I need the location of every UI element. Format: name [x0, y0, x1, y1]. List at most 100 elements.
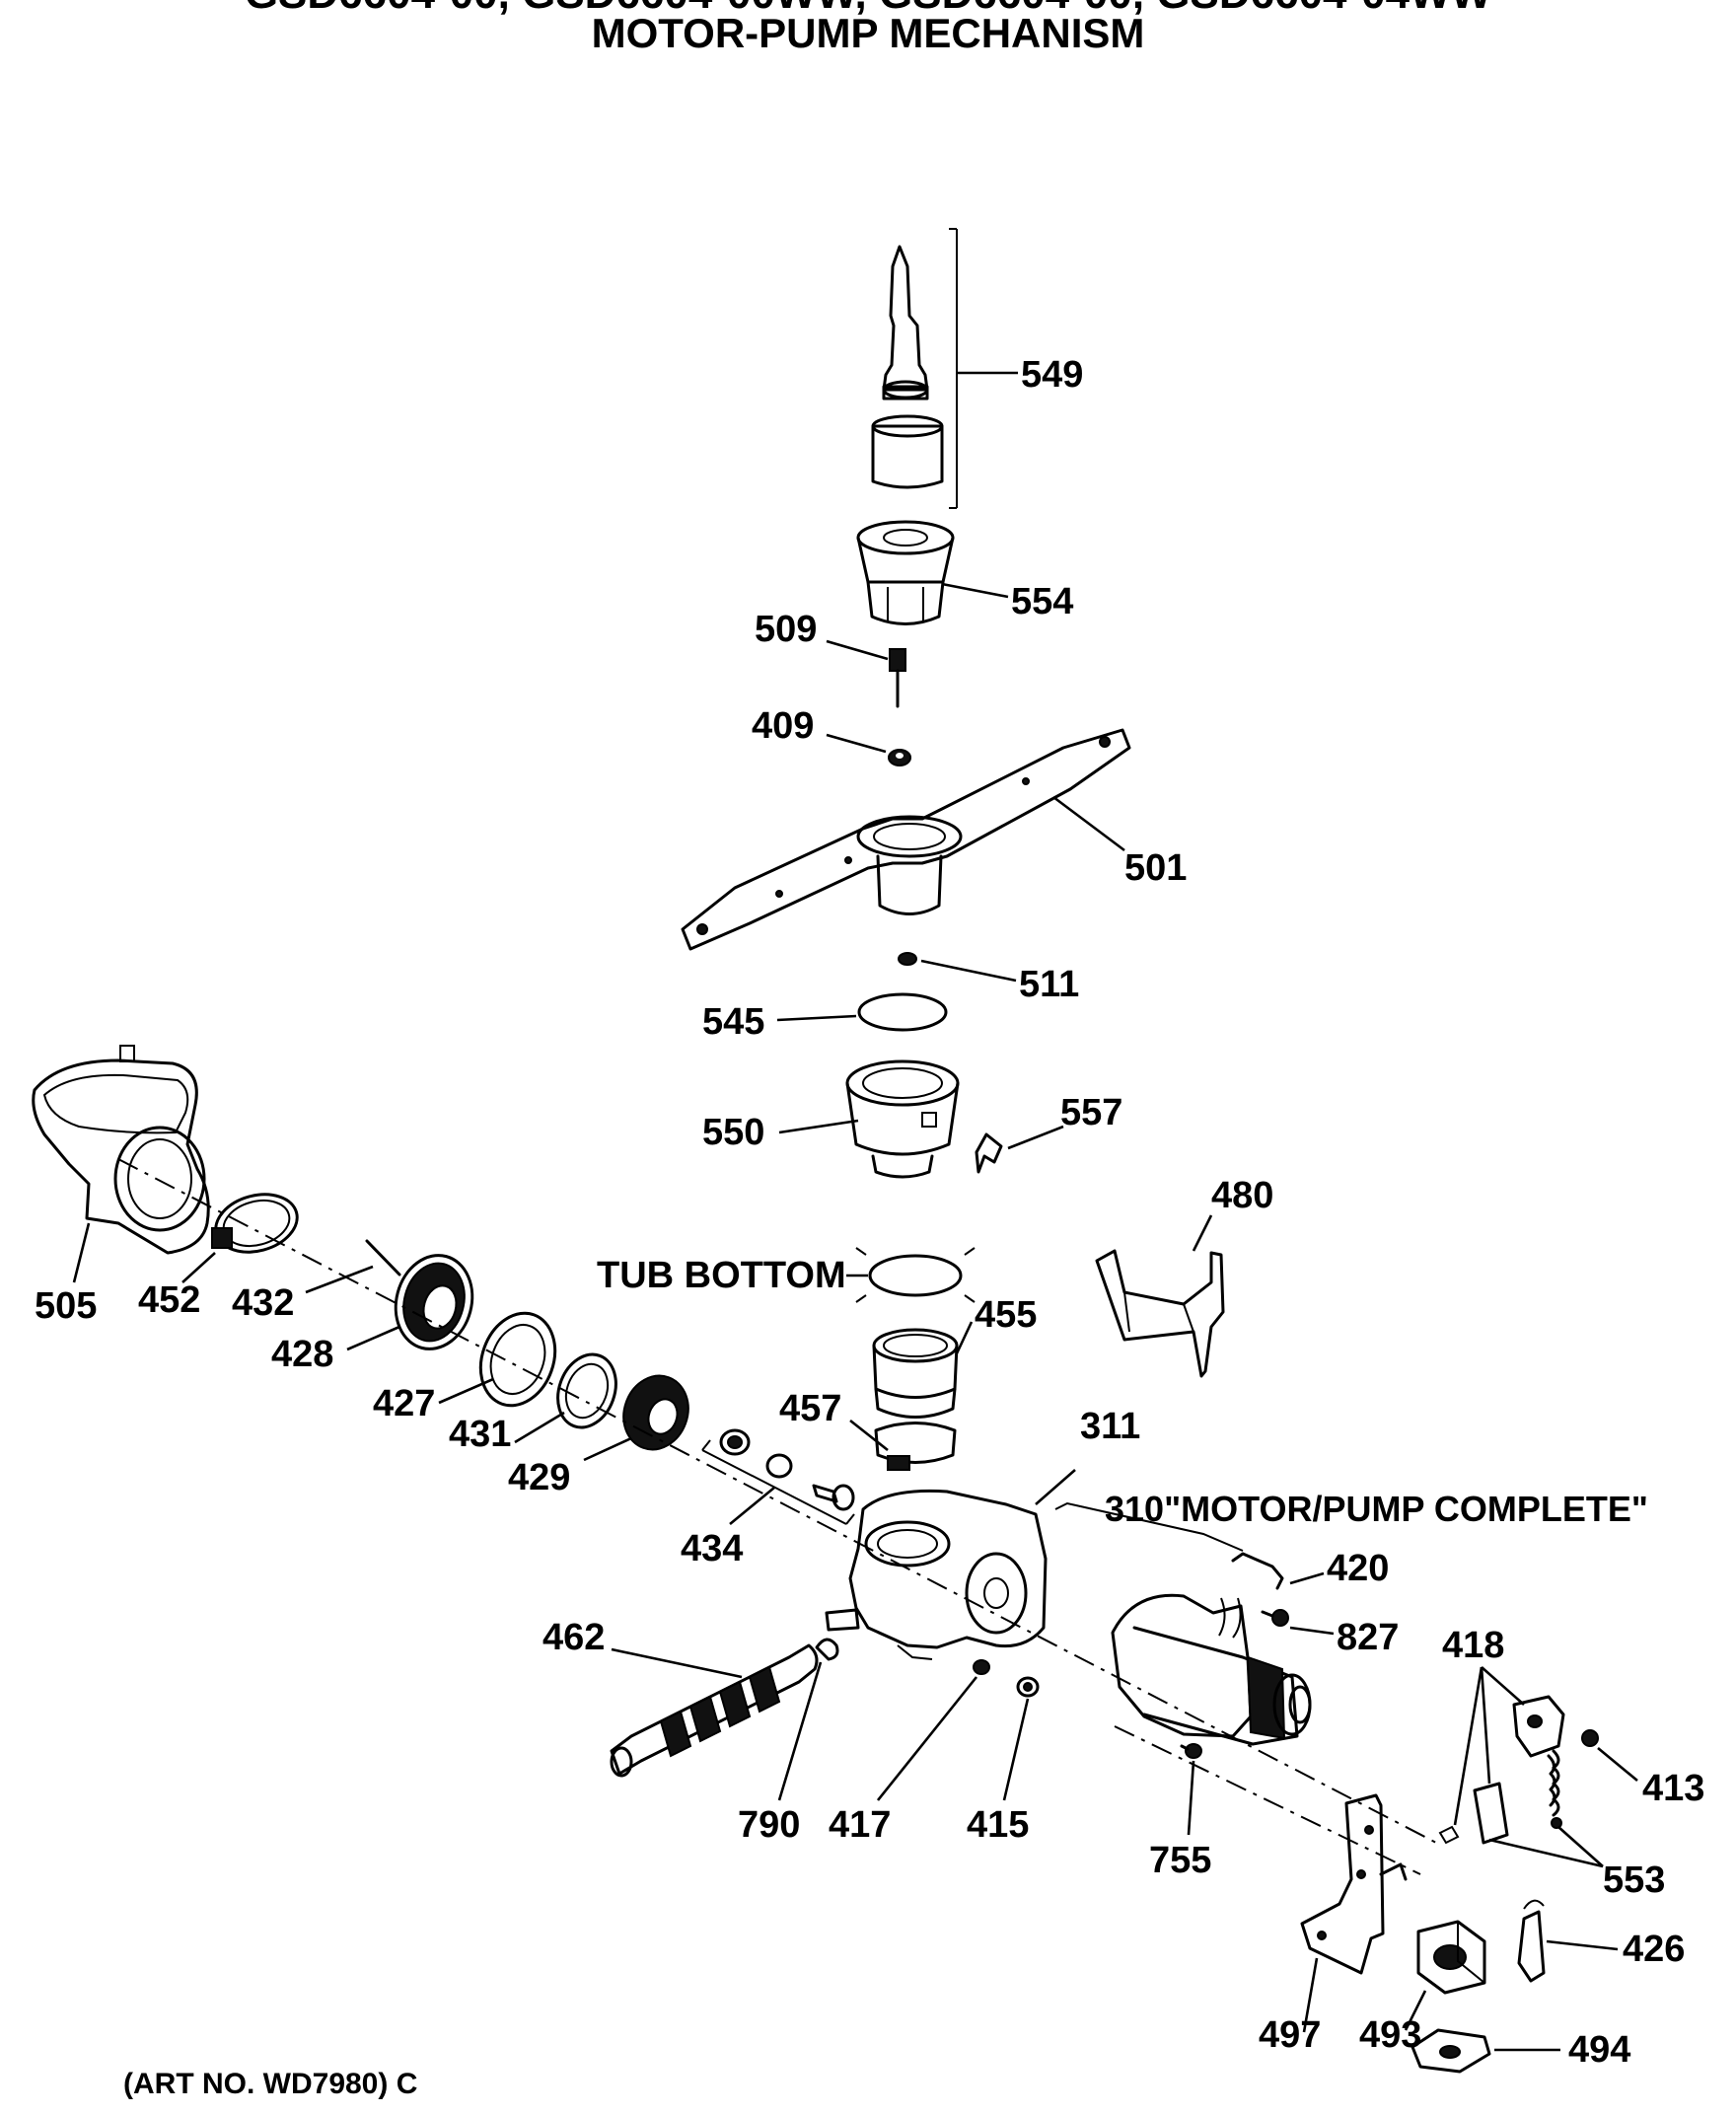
part-462-rotor	[610, 1643, 819, 1778]
leader-790	[777, 1661, 823, 1801]
label-493: 493	[1359, 2014, 1421, 2056]
part-545-ring	[857, 992, 948, 1032]
part-motor	[1111, 1593, 1312, 1746]
leader-553-b	[1557, 1826, 1604, 1867]
label-426: 426	[1623, 1929, 1685, 1970]
part-311-pump-housing	[825, 1489, 1048, 1660]
leader-418-a	[1453, 1666, 1483, 1826]
label-434: 434	[681, 1528, 743, 1569]
part-497-bracket	[1300, 1793, 1408, 1975]
leader-827	[1289, 1626, 1335, 1636]
leader-420	[1289, 1571, 1325, 1585]
part-557-clip	[975, 1132, 1003, 1174]
label-462: 462	[542, 1617, 605, 1658]
label-509: 509	[755, 609, 817, 650]
label-480: 480	[1211, 1175, 1273, 1216]
part-409-nut	[888, 749, 911, 766]
label-511: 511	[1019, 964, 1079, 1005]
label-550: 550	[702, 1112, 764, 1153]
label-428: 428	[271, 1334, 333, 1375]
part-553-springs	[1551, 1749, 1562, 1829]
part-434-seal-kit	[701, 1428, 855, 1525]
part-428-impeller	[365, 1239, 474, 1350]
leader-452	[181, 1252, 216, 1283]
part-431-gasket	[556, 1352, 617, 1429]
part-429-impeller	[622, 1374, 689, 1451]
part-549-spray-tube	[871, 228, 958, 509]
label-827: 827	[1337, 1617, 1399, 1658]
leader-429	[583, 1436, 632, 1462]
leader-462	[611, 1647, 743, 1679]
leader-427	[438, 1377, 494, 1405]
label-432: 432	[232, 1282, 294, 1324]
leader-511	[920, 959, 1017, 983]
label-553: 553	[1603, 1860, 1665, 1901]
label-457: 457	[779, 1388, 841, 1429]
label-418: 418	[1442, 1625, 1504, 1666]
part-452-clamp	[211, 1193, 299, 1254]
label-417: 417	[829, 1804, 891, 1846]
leader-418-c	[1481, 1666, 1525, 1706]
label-310: 310"MOTOR/PUMP COMPLETE"	[1105, 1489, 1648, 1529]
label-431: 431	[449, 1414, 511, 1455]
leader-509	[826, 639, 889, 661]
leader-417	[876, 1676, 978, 1801]
label-420: 420	[1327, 1548, 1389, 1589]
leader-557	[1007, 1125, 1064, 1150]
leader-311	[1035, 1469, 1076, 1505]
leader-431	[514, 1411, 565, 1444]
part-493-solenoid	[1416, 1920, 1486, 1995]
label-545: 545	[702, 1001, 764, 1043]
leader-493	[1404, 1990, 1427, 2031]
label-tub-bottom: TUB BOTTOM	[597, 1255, 846, 1296]
leader-501	[1052, 795, 1125, 852]
bracket-310	[1054, 1501, 1244, 1552]
label-501: 501	[1124, 847, 1187, 889]
part-417-washer	[973, 1659, 990, 1675]
label-452: 452	[138, 1279, 200, 1321]
label-415: 415	[967, 1804, 1029, 1846]
part-511-washer	[898, 952, 917, 966]
label-554: 554	[1011, 581, 1073, 622]
leader-505	[72, 1222, 91, 1283]
label-505: 505	[35, 1285, 97, 1327]
label-755: 755	[1149, 1840, 1211, 1881]
leader-418-b	[1480, 1666, 1491, 1785]
leader-455	[955, 1321, 974, 1354]
part-420-spring	[1231, 1552, 1284, 1590]
leader-413	[1597, 1746, 1638, 1783]
leader-553-a	[1488, 1838, 1604, 1868]
part-413-cap	[1581, 1729, 1599, 1747]
part-755-screw	[1180, 1743, 1202, 1759]
label-494: 494	[1568, 2029, 1630, 2071]
label-497: 497	[1259, 2014, 1321, 2056]
label-429: 429	[508, 1457, 570, 1498]
leader-426	[1546, 1939, 1619, 1951]
part-426-plunger	[1517, 1899, 1546, 1983]
part-418-switch	[1438, 1695, 1565, 1845]
label-557: 557	[1060, 1092, 1122, 1133]
page-title: MOTOR-PUMP MECHANISM	[592, 10, 1145, 56]
part-427-ring	[478, 1311, 557, 1408]
label-409: 409	[752, 705, 814, 747]
part-790-clip	[815, 1638, 839, 1661]
leader-409	[826, 733, 887, 754]
leader-432	[305, 1265, 374, 1294]
part-455-sleeve	[872, 1328, 959, 1419]
label-413: 413	[1642, 1768, 1704, 1809]
leader-550	[778, 1119, 859, 1134]
part-501-spray-arm	[681, 728, 1131, 951]
leader-480	[1192, 1214, 1213, 1252]
part-457-clamp	[874, 1422, 957, 1471]
leader-755	[1187, 1760, 1195, 1836]
label-311: 311	[1080, 1406, 1140, 1447]
leader-415	[1002, 1698, 1030, 1801]
part-480-shield	[1095, 1249, 1225, 1378]
part-554-bearing	[856, 520, 955, 625]
leader-434	[729, 1486, 775, 1526]
motor-axis-line	[1114, 1725, 1421, 1875]
part-415-nut	[1016, 1676, 1040, 1698]
part-827-screw	[1261, 1609, 1289, 1627]
leader-554	[941, 582, 1009, 599]
